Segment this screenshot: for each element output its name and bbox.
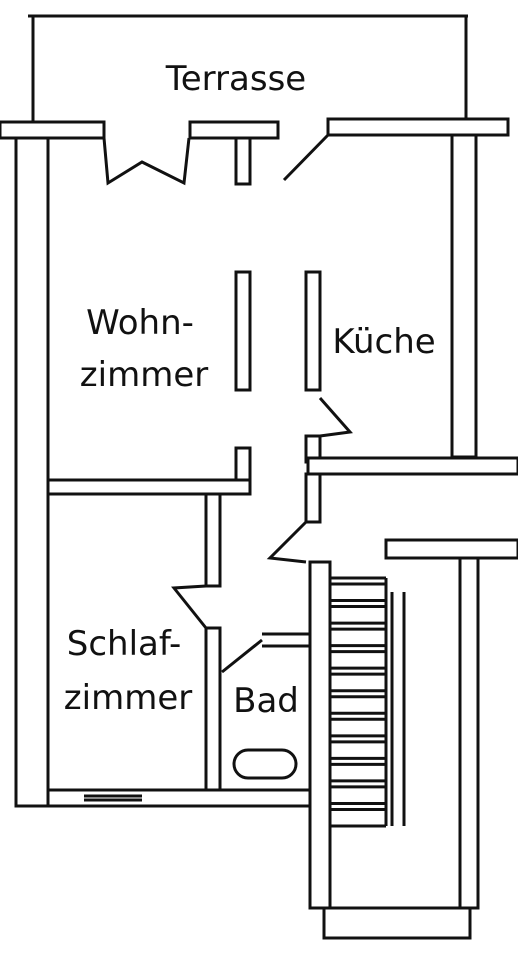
terrace xyxy=(28,14,468,122)
stair-bottom-wall xyxy=(322,906,472,940)
interior-walls xyxy=(46,270,518,792)
kitchen-door-swing xyxy=(282,133,330,182)
label-living-2: zimmer xyxy=(80,355,208,395)
living-wall-lower xyxy=(234,446,252,482)
stair-west-wall xyxy=(308,560,332,910)
bath-door-swing xyxy=(221,638,263,674)
bedroom-east-wall-upper xyxy=(204,492,222,588)
door-mullion xyxy=(234,136,252,186)
north-wall-right xyxy=(326,117,510,137)
label-living-1: Wohn- xyxy=(86,303,194,343)
south-wall xyxy=(46,788,312,808)
label-bedroom-2: zimmer xyxy=(64,678,192,718)
north-wall-middle xyxy=(188,120,280,140)
terrace-door-swing xyxy=(102,137,191,186)
kitchen-wall-upper xyxy=(304,270,322,392)
label-kitchen: Küche xyxy=(332,322,435,362)
label-bedroom-1: Schlaf- xyxy=(67,624,181,664)
west-wall xyxy=(14,136,50,808)
hall-door-swing xyxy=(266,520,308,564)
label-bathroom: Bad xyxy=(233,681,299,721)
living-kitchen-divider-upper xyxy=(234,270,252,392)
east-wall-kitchen xyxy=(450,133,478,459)
living-bedroom-wall xyxy=(46,478,252,496)
room-labels: Terrasse Wohn- zimmer Küche Schlaf- zimm… xyxy=(64,59,436,721)
bedroom-door-swing xyxy=(171,584,208,629)
bedroom-bath-wall xyxy=(204,626,222,792)
bathtub-icon xyxy=(232,748,298,780)
terrace-doors xyxy=(102,133,330,186)
north-wall-left xyxy=(0,120,106,140)
stair-steps xyxy=(330,576,388,828)
kitchen-south-wall xyxy=(306,456,518,476)
staircase xyxy=(308,538,518,940)
outer-walls xyxy=(0,117,510,808)
stair-east-wall xyxy=(458,556,480,910)
hall-east-wall xyxy=(304,472,322,524)
upper-landing-wall xyxy=(384,538,518,560)
label-terrace: Terrasse xyxy=(165,59,306,99)
bedroom-window xyxy=(84,794,142,802)
kitchen-door-swing-inner xyxy=(318,397,353,438)
